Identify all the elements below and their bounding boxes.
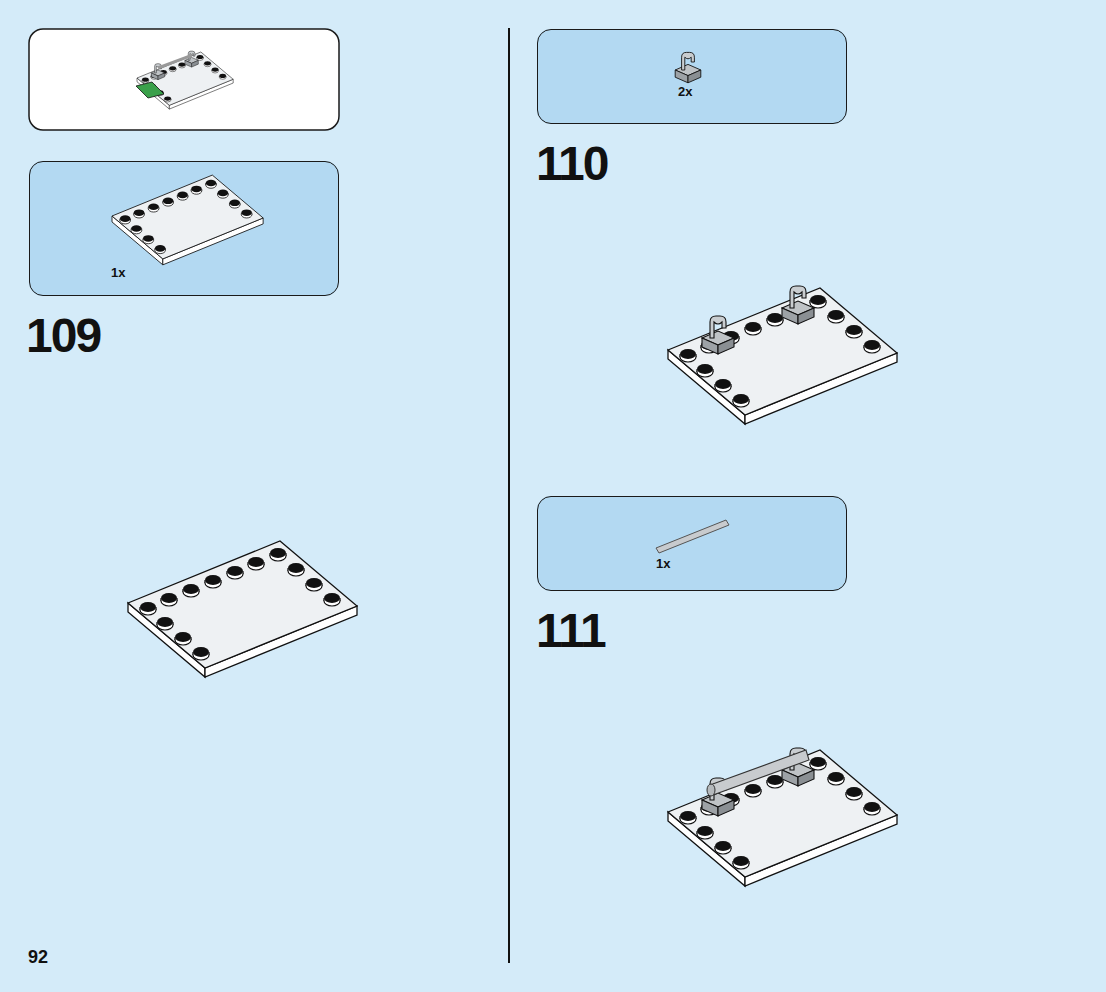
step-number: 111	[536, 603, 605, 658]
step-number: 110	[536, 136, 607, 191]
part-quantity: 1x	[656, 556, 670, 571]
parts-callout-box: 2x	[537, 29, 847, 124]
page-number: 92	[28, 947, 48, 968]
part-quantity: 1x	[111, 265, 125, 280]
step-number: 109	[26, 308, 100, 363]
part-quantity: 2x	[678, 84, 692, 99]
parts-callout-box: 1x	[29, 161, 339, 296]
parts-callout-box: 1x	[537, 496, 847, 591]
